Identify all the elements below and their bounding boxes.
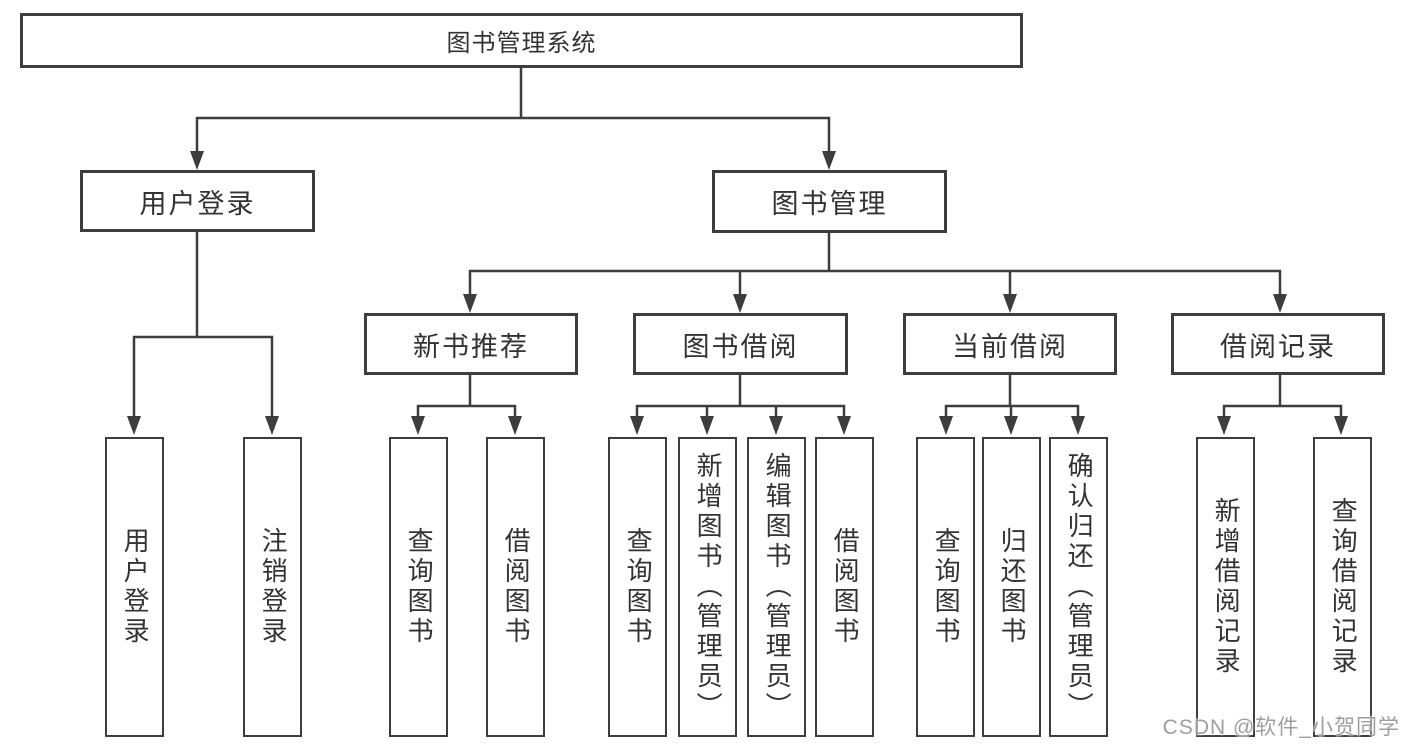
leaf-add-borrow-record: 新增借阅记录 bbox=[1196, 437, 1255, 737]
leaf-add-book-admin: 新增图书（管理员） bbox=[678, 437, 737, 737]
node-new-book-recommend: 新书推荐 bbox=[364, 313, 578, 375]
connector-stroke-group bbox=[132, 66, 1343, 419]
leaf-label: 用户登录 bbox=[120, 527, 151, 647]
leaf-label: 注销登录 bbox=[258, 527, 289, 647]
leaf-label: 借阅图书 bbox=[501, 527, 532, 647]
arrowhead-group bbox=[127, 151, 1348, 435]
leaf-logout: 注销登录 bbox=[243, 437, 302, 737]
leaf-label: 编辑图书（管理员） bbox=[762, 452, 793, 722]
node-user-login: 用户登录 bbox=[80, 170, 315, 232]
leaf-label: 查询图书 bbox=[404, 527, 435, 647]
node-label: 图书管理 bbox=[771, 189, 888, 219]
leaf-borrow-books-recommend: 借阅图书 bbox=[486, 437, 545, 737]
leaf-return-books: 归还图书 bbox=[982, 437, 1041, 737]
node-borrowing-records: 借阅记录 bbox=[1171, 313, 1385, 375]
leaf-query-books-recommend: 查询图书 bbox=[389, 437, 448, 737]
node-label: 图书管理系统 bbox=[446, 30, 597, 57]
node-library-management-system: 图书管理系统 bbox=[20, 13, 1023, 68]
leaf-confirm-return-admin: 确认归还（管理员） bbox=[1049, 437, 1108, 737]
leaf-label: 借阅图书 bbox=[830, 527, 861, 647]
leaf-label: 确认归还（管理员） bbox=[1064, 452, 1095, 722]
leaf-user-login: 用户登录 bbox=[105, 437, 164, 737]
node-label: 当前借阅 bbox=[952, 331, 1068, 362]
node-current-borrowing: 当前借阅 bbox=[903, 313, 1117, 375]
node-book-borrowing: 图书借阅 bbox=[633, 313, 848, 375]
leaf-label: 归还图书 bbox=[997, 527, 1028, 647]
node-label: 新书推荐 bbox=[413, 331, 529, 362]
leaf-borrow-books: 借阅图书 bbox=[815, 437, 874, 737]
node-label: 借阅记录 bbox=[1220, 331, 1336, 362]
leaf-edit-book-admin: 编辑图书（管理员） bbox=[747, 437, 806, 737]
node-label: 用户登录 bbox=[139, 188, 256, 219]
leaf-query-borrow-record: 查询借阅记录 bbox=[1313, 437, 1372, 737]
leaf-query-books-current: 查询图书 bbox=[916, 437, 975, 737]
leaf-label: 查询图书 bbox=[931, 527, 962, 647]
node-book-management: 图书管理 bbox=[712, 170, 947, 233]
leaf-label: 查询图书 bbox=[623, 527, 654, 647]
leaf-label: 新增借阅记录 bbox=[1211, 497, 1242, 677]
node-label: 图书借阅 bbox=[682, 331, 799, 362]
leaf-label: 新增图书（管理员） bbox=[693, 452, 724, 722]
leaf-label: 查询借阅记录 bbox=[1328, 497, 1359, 677]
leaf-query-books-borrow: 查询图书 bbox=[608, 437, 667, 737]
csdn-watermark: CSDN @软件_小贺同学 bbox=[1162, 716, 1400, 739]
